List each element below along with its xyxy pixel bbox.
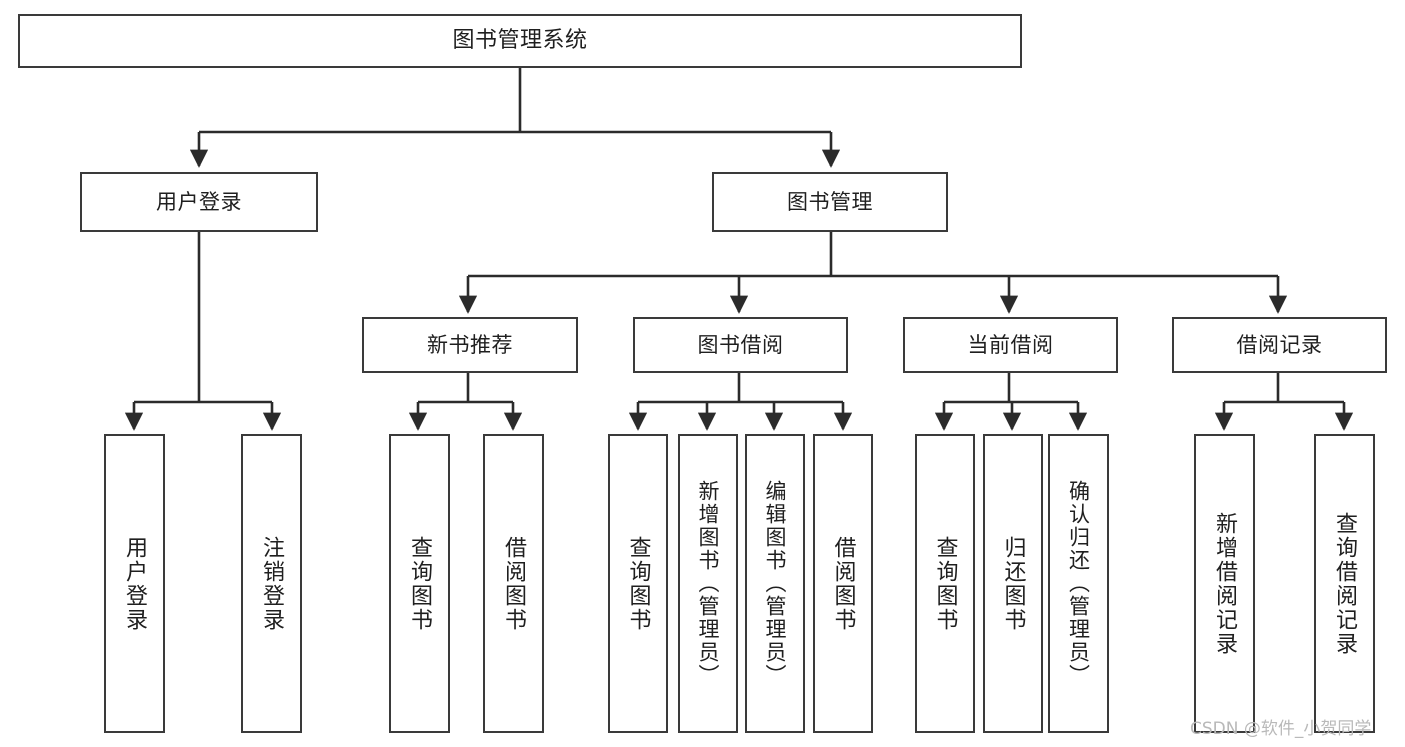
- node-label: 新书推荐: [427, 332, 513, 357]
- node-label: 借阅图书: [830, 535, 856, 632]
- node-label: 查询图书: [407, 535, 433, 632]
- node-label: 查询借阅记录: [1332, 511, 1358, 656]
- node-current-borrow[interactable]: 当前借阅: [903, 317, 1118, 373]
- node-label: 注销登录: [259, 535, 285, 632]
- leaf-edit-book[interactable]: 编辑图书（管理员）: [745, 434, 805, 733]
- node-book-manage[interactable]: 图书管理: [712, 172, 948, 232]
- node-label: 确认归还（管理员）: [1066, 480, 1091, 687]
- node-label: 新增借阅记录: [1212, 511, 1238, 656]
- node-borrow-record[interactable]: 借阅记录: [1172, 317, 1387, 373]
- leaf-user-login[interactable]: 用户登录: [104, 434, 165, 733]
- node-label: 查询图书: [932, 535, 958, 632]
- node-user-login[interactable]: 用户登录: [80, 172, 318, 232]
- node-label: 编辑图书（管理员）: [763, 480, 788, 687]
- node-label: 用户登录: [122, 535, 148, 632]
- node-label: 查询图书: [625, 535, 651, 632]
- leaf-query-book-2[interactable]: 查询图书: [608, 434, 668, 733]
- leaf-borrow-book-2[interactable]: 借阅图书: [813, 434, 873, 733]
- leaf-return-book[interactable]: 归还图书: [983, 434, 1043, 733]
- node-label: 图书管理: [787, 189, 873, 214]
- leaf-borrow-book-1[interactable]: 借阅图书: [483, 434, 544, 733]
- node-new-book-rec[interactable]: 新书推荐: [362, 317, 578, 373]
- node-label: 新增图书（管理员）: [696, 480, 721, 687]
- leaf-add-book[interactable]: 新增图书（管理员）: [678, 434, 738, 733]
- node-book-borrow[interactable]: 图书借阅: [633, 317, 848, 373]
- leaf-user-logout[interactable]: 注销登录: [241, 434, 302, 733]
- node-label: 用户登录: [156, 189, 242, 214]
- node-label: 图书借阅: [697, 332, 784, 357]
- node-label: 当前借阅: [967, 332, 1054, 357]
- watermark: CSDN @软件_小贺同学: [1190, 719, 1372, 739]
- node-label: 归还图书: [1000, 535, 1026, 632]
- leaf-confirm-return[interactable]: 确认归还（管理员）: [1048, 434, 1109, 733]
- leaf-query-book-3[interactable]: 查询图书: [915, 434, 975, 733]
- node-label: 借阅记录: [1236, 332, 1323, 357]
- node-label: 借阅图书: [501, 535, 527, 632]
- leaf-query-record[interactable]: 查询借阅记录: [1314, 434, 1375, 733]
- leaf-query-book-1[interactable]: 查询图书: [389, 434, 450, 733]
- node-root-system[interactable]: 图书管理系统: [18, 14, 1022, 68]
- node-label: 图书管理系统: [452, 28, 588, 54]
- leaf-add-record[interactable]: 新增借阅记录: [1194, 434, 1255, 733]
